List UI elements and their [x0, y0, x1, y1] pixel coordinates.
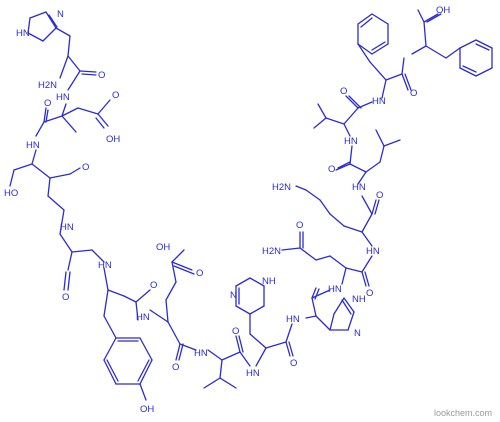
label-h2n-lys: H2N — [272, 182, 291, 193]
label-hn-8: HN — [286, 314, 300, 325]
label-o-cterm: O — [410, 88, 417, 99]
bonds — [9, 9, 493, 401]
label-oh-asp: OH — [106, 134, 120, 145]
label-o-10: O — [366, 288, 373, 299]
label-o-13: O — [340, 86, 347, 97]
label-o-1: O — [98, 70, 105, 81]
label-o-asp: O — [112, 90, 119, 101]
label-hn-10: HN — [366, 246, 380, 257]
label-hn-3: HN — [60, 222, 74, 233]
label-hn-13: HN — [372, 96, 386, 107]
label-hn-7: HN — [246, 368, 260, 379]
label-o-gln: O — [296, 220, 303, 231]
label-o-5: O — [150, 280, 157, 291]
label-n-im-2: N — [230, 290, 237, 301]
label-nh-im-2: NH — [262, 276, 276, 287]
label-ho-ser: HO — [4, 188, 18, 199]
label-h2n-gln: H2N — [262, 246, 281, 257]
label-n-im-3: N — [354, 328, 361, 339]
label-hn-2: HN — [26, 140, 40, 151]
label-o-11: O — [376, 190, 383, 201]
label-oh-cterm: OH — [436, 5, 450, 16]
label-o-7: O — [172, 362, 179, 373]
watermark: lookchem.com — [434, 408, 492, 418]
label-nh-im-3: NH — [352, 294, 366, 305]
label-oh-glu: OH — [156, 242, 170, 253]
label-hn-1: HN — [56, 92, 70, 103]
label-o-4: O — [62, 292, 69, 303]
label-o-6: O — [196, 268, 203, 279]
label-n-imidazole-1: N — [57, 9, 64, 20]
label-o-9: O — [290, 358, 297, 369]
label-h2n-terminus: H2N — [38, 80, 57, 91]
label-hn-12: HN — [344, 136, 358, 147]
label-hn-6: HN — [194, 348, 208, 359]
atom-labels: HN N H2N O HN OH O O HN HO O HN O HN O O… — [4, 5, 450, 415]
label-o-3: O — [82, 162, 89, 173]
label-o-8: O — [232, 326, 239, 337]
label-hn-5: HN — [136, 312, 150, 323]
label-hn-9: HN — [328, 284, 342, 295]
label-hn-11: HN — [352, 182, 366, 193]
label-oh-tyr: OH — [140, 404, 154, 415]
label-o-2: O — [44, 98, 51, 109]
label-hn-imidazole-1: HN — [16, 28, 30, 39]
label-o-12: O — [328, 164, 335, 175]
label-hn-4: HN — [98, 260, 112, 271]
